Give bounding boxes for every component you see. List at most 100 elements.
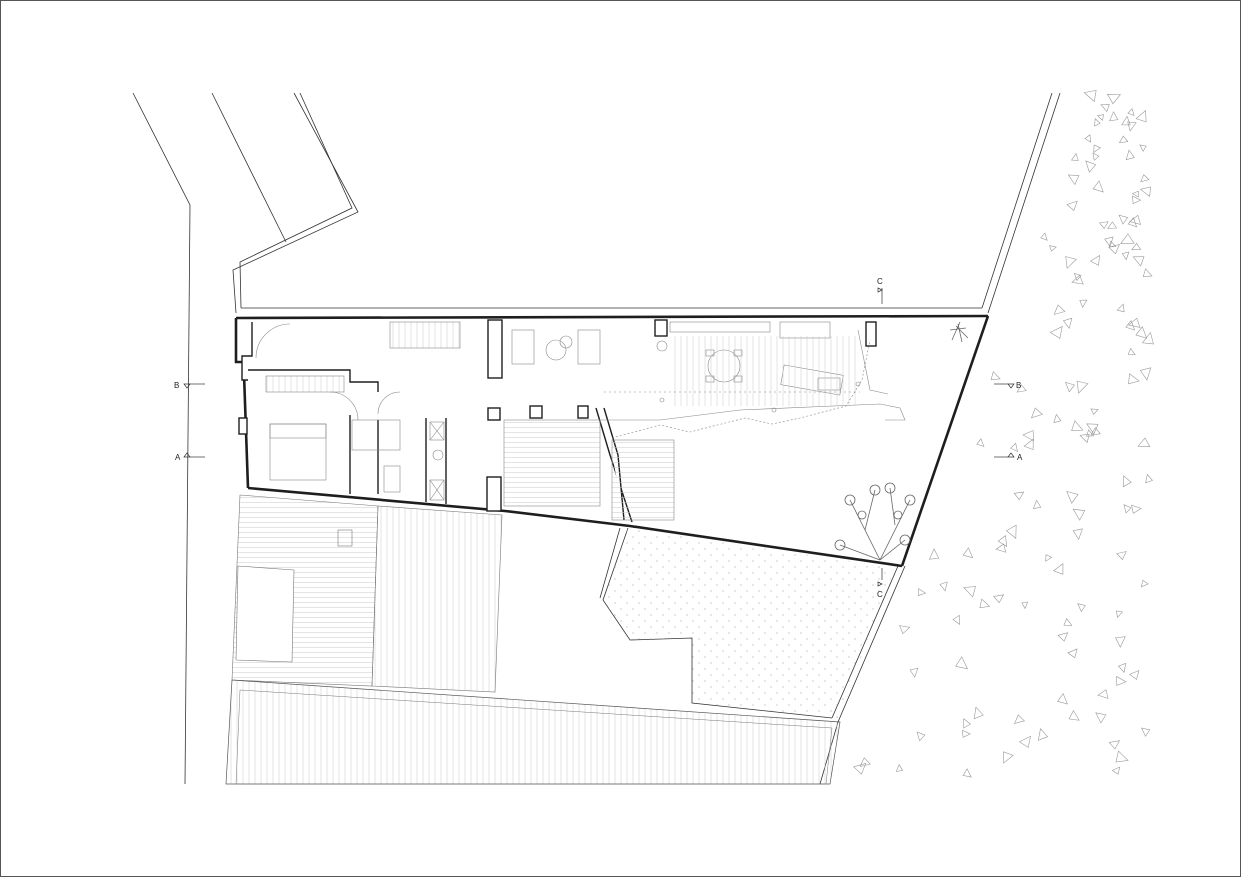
vegetation-triangle-icon	[1116, 303, 1125, 313]
vegetation-triangle-icon	[1137, 437, 1151, 448]
vegetation-triangle-icon	[1083, 89, 1097, 103]
vegetation-triangle-icon	[1013, 714, 1026, 724]
vegetation-triangle-icon	[1085, 160, 1097, 173]
vegetation-triangle-icon	[1127, 217, 1138, 228]
vegetation-triangle-icon	[1120, 233, 1135, 244]
vegetation-triangle-icon	[963, 718, 971, 729]
vegetation-triangle-icon	[1089, 254, 1100, 266]
vegetation-triangle-icon	[976, 438, 985, 447]
vegetation-triangle-icon	[1121, 115, 1131, 126]
vegetation-triangle-icon	[1145, 473, 1153, 484]
neighbour-roofs	[225, 494, 895, 785]
vegetation-triangle-icon	[1065, 256, 1077, 269]
vegetation-triangle-icon	[1067, 174, 1080, 186]
section-label-b-left: B	[174, 381, 179, 390]
vegetation-triangle-icon	[1021, 601, 1029, 610]
vegetation-triangle-icon	[1139, 367, 1152, 381]
section-label-c-top: C	[877, 277, 883, 286]
vegetation-triangle-icon	[1016, 384, 1027, 393]
vegetation-triangle-icon	[1032, 499, 1042, 509]
section-arrow-icon	[183, 452, 191, 458]
vegetation-triangle-icon	[1067, 648, 1078, 659]
section-marker-b-right: B	[994, 381, 1021, 390]
vegetation-triangle-icon	[1131, 190, 1139, 198]
vegetation-triangle-icon	[1123, 504, 1132, 514]
vegetation-triangle-icon	[909, 667, 919, 678]
vegetation-triangle-icon	[916, 731, 926, 742]
vegetation-triangle-icon	[1092, 180, 1104, 193]
section-label-b-right: B	[1016, 381, 1021, 390]
vegetation-triangle-icon	[1031, 407, 1044, 419]
vegetation-triangle-icon	[1037, 728, 1049, 741]
interior-details	[255, 321, 906, 521]
vegetation-triangle-icon	[1072, 508, 1086, 521]
vegetation-triangle-icon	[1116, 551, 1127, 561]
vegetation-triangle-icon	[1094, 117, 1101, 127]
vegetation-triangle-icon	[963, 586, 976, 598]
vegetation-triangle-icon	[1142, 268, 1153, 277]
vegetation-triangle-icon	[1005, 524, 1017, 539]
vegetation-triangle-icon	[1108, 240, 1117, 248]
vegetation-triangle-icon	[1116, 675, 1127, 686]
vegetation-triangle-icon	[1068, 710, 1080, 721]
section-label-c-bottom: C	[877, 590, 883, 599]
section-arrow-icon	[877, 581, 883, 587]
vegetation-triangle-icon	[1139, 186, 1152, 197]
section-arrow-icon	[183, 383, 191, 389]
vegetation-triangle-icon	[1073, 272, 1082, 282]
vegetation-triangle-icon	[1049, 245, 1057, 252]
section-marker-a-right: A	[994, 452, 1023, 462]
vegetation-triangle-icon	[1040, 232, 1048, 241]
vegetation-triangle-icon	[1076, 380, 1089, 394]
vegetation-triangle-icon	[1071, 274, 1084, 285]
vegetation-triangle-icon	[1125, 319, 1136, 331]
vegetation-triangle-icon	[1049, 325, 1063, 339]
vegetation-triangle-icon	[1064, 381, 1075, 393]
vegetation-triangle-icon	[1135, 326, 1148, 339]
vegetation-triangle-icon	[1117, 662, 1127, 674]
vegetation-triangle-icon	[1141, 727, 1151, 737]
vegetation-triangle-icon	[997, 535, 1008, 547]
shrub-icon	[949, 321, 969, 343]
section-marker-b-left: B	[174, 381, 205, 390]
vegetation-triangle-icon	[1135, 109, 1147, 123]
vegetation-triangle-icon	[1108, 740, 1121, 750]
vegetation-triangle-icon	[1071, 420, 1084, 432]
vegetation-triangle-icon	[990, 371, 1001, 381]
vegetation-triangle-icon	[1003, 751, 1014, 764]
vegetation-triangle-icon	[1140, 579, 1149, 588]
vegetation-triangle-icon	[1071, 152, 1079, 161]
vegetation-triangle-icon	[962, 729, 971, 738]
vegetation-triangle-icon	[1111, 766, 1121, 775]
vegetation-triangle-icon	[1013, 491, 1025, 501]
vegetation-triangle-icon	[995, 543, 1007, 553]
vegetation-triangle-icon	[1084, 134, 1092, 143]
vegetation-triangle-icon	[1018, 735, 1031, 748]
vegetation-triangle-icon	[1141, 331, 1154, 345]
vegetation-triangle-icon	[1066, 200, 1078, 211]
section-arrow-icon	[1007, 383, 1015, 389]
vegetation-triangle-icon	[1053, 304, 1066, 315]
vegetation-triangle-icon	[1090, 408, 1099, 415]
vegetation-triangle-icon	[1077, 603, 1086, 613]
vegetation-triangle-icon	[1045, 554, 1053, 562]
vegetation-triangle-icon	[1129, 670, 1140, 680]
vegetation-triangle-icon	[928, 548, 940, 560]
vegetation-triangle-icon	[1062, 317, 1073, 329]
vegetation-triangle-icon	[1131, 242, 1142, 251]
vegetation-triangle-icon	[1066, 490, 1079, 504]
vegetation-triangle-icon	[1128, 373, 1140, 385]
vegetation-triangle-icon	[939, 581, 948, 592]
section-arrow-icon	[877, 287, 883, 293]
vegetation-triangle-icon	[1010, 442, 1018, 452]
vegetation-triangle-icon	[1098, 221, 1109, 230]
vegetation-triangle-icon	[952, 614, 960, 625]
vegetation-triangle-icon	[1090, 427, 1101, 436]
vegetation-triangle-icon	[962, 768, 972, 778]
vegetation-triangle-icon	[1063, 618, 1073, 626]
vegetation-triangle-icon	[859, 757, 871, 767]
vegetation-triangle-icon	[1109, 111, 1119, 122]
vegetation-triangle-icon	[1128, 317, 1141, 328]
tree-icon	[834, 482, 916, 561]
